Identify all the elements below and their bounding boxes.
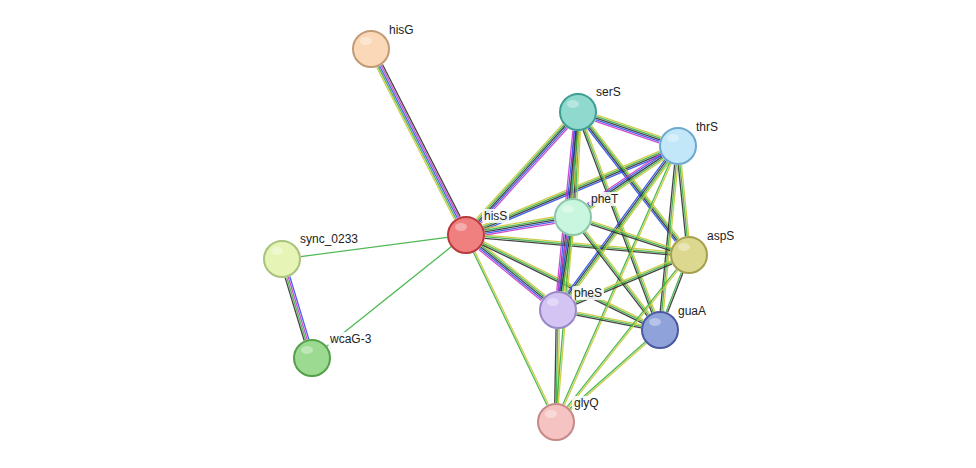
evidence-line — [378, 67, 456, 219]
evidence-line — [382, 64, 460, 216]
evidence-line — [476, 124, 562, 219]
protein-label: pheS — [572, 286, 604, 300]
evidence-line — [577, 312, 642, 325]
evidence-line — [678, 165, 685, 236]
evidence-line — [288, 277, 307, 340]
node-highlight — [545, 410, 557, 418]
evidence-line — [571, 343, 647, 410]
evidence-line — [380, 66, 458, 218]
interaction-edge — [570, 342, 647, 410]
evidence-line — [474, 252, 548, 405]
protein-label: glyQ — [572, 396, 601, 410]
interaction-edge — [555, 329, 560, 403]
node-highlight — [667, 134, 679, 142]
protein-label: hisG — [387, 23, 416, 37]
protein-node: wcaG-3 — [293, 339, 331, 377]
protein-node: pheS — [539, 291, 577, 329]
interaction-edge — [327, 247, 451, 346]
protein-label: hisS — [482, 209, 509, 223]
evidence-line — [680, 165, 687, 236]
evidence-line — [577, 314, 642, 327]
protein-label: wcaG-3 — [328, 332, 373, 346]
interaction-edge — [285, 276, 309, 340]
protein-node: guaA — [641, 311, 679, 349]
evidence-line — [558, 235, 567, 290]
evidence-line — [485, 223, 555, 235]
protein-label: guaA — [676, 304, 708, 318]
evidence-line — [592, 221, 672, 247]
interaction-edge — [474, 252, 549, 405]
evidence-line — [485, 222, 555, 234]
evidence-line — [287, 277, 306, 340]
interaction-edge — [678, 165, 688, 237]
interaction-edge — [591, 221, 672, 250]
evidence-line — [663, 165, 677, 311]
evidence-line — [662, 165, 676, 311]
protein-label: serS — [594, 85, 623, 99]
evidence-line — [377, 67, 455, 219]
evidence-line — [591, 223, 671, 249]
protein-node: serS — [559, 93, 597, 131]
protein-label: thrS — [694, 120, 720, 134]
node-highlight — [301, 346, 313, 354]
protein-node: pheT — [554, 198, 592, 236]
evidence-line — [327, 247, 451, 346]
interaction-edge — [479, 245, 546, 301]
evidence-line — [481, 247, 544, 298]
evidence-line — [595, 120, 659, 142]
evidence-line — [597, 117, 661, 139]
node-highlight — [649, 318, 661, 326]
protein-node: sync_0233 — [263, 240, 301, 278]
interaction-edge — [558, 235, 573, 292]
evidence-line — [585, 232, 649, 315]
protein-node: hisG — [352, 30, 390, 68]
evidence-line — [595, 121, 659, 143]
evidence-line — [596, 118, 660, 140]
evidence-line — [475, 252, 549, 405]
node-highlight — [271, 247, 283, 255]
evidence-line — [479, 126, 565, 221]
evidence-line — [478, 125, 564, 220]
protein-node: glyQ — [537, 403, 575, 441]
evidence-line — [591, 224, 671, 250]
evidence-line — [555, 329, 556, 403]
node-highlight — [567, 100, 579, 108]
evidence-line — [586, 231, 650, 314]
protein-label: aspS — [705, 229, 736, 243]
protein-label: pheT — [589, 192, 620, 206]
node-highlight — [678, 243, 690, 251]
interaction-edge — [377, 64, 460, 219]
node-highlight — [562, 205, 574, 213]
protein-label: sync_0233 — [298, 232, 360, 246]
node-highlight — [455, 223, 467, 231]
protein-node: thrS — [659, 127, 697, 165]
evidence-line — [381, 65, 459, 217]
node-highlight — [360, 37, 372, 45]
evidence-line — [597, 115, 661, 137]
protein-node: hisS — [447, 216, 485, 254]
evidence-line — [290, 276, 309, 339]
node-highlight — [547, 298, 559, 306]
interaction-edge — [595, 115, 661, 143]
protein-node: aspS — [670, 236, 708, 274]
evidence-line — [682, 165, 689, 236]
evidence-line — [285, 278, 304, 341]
